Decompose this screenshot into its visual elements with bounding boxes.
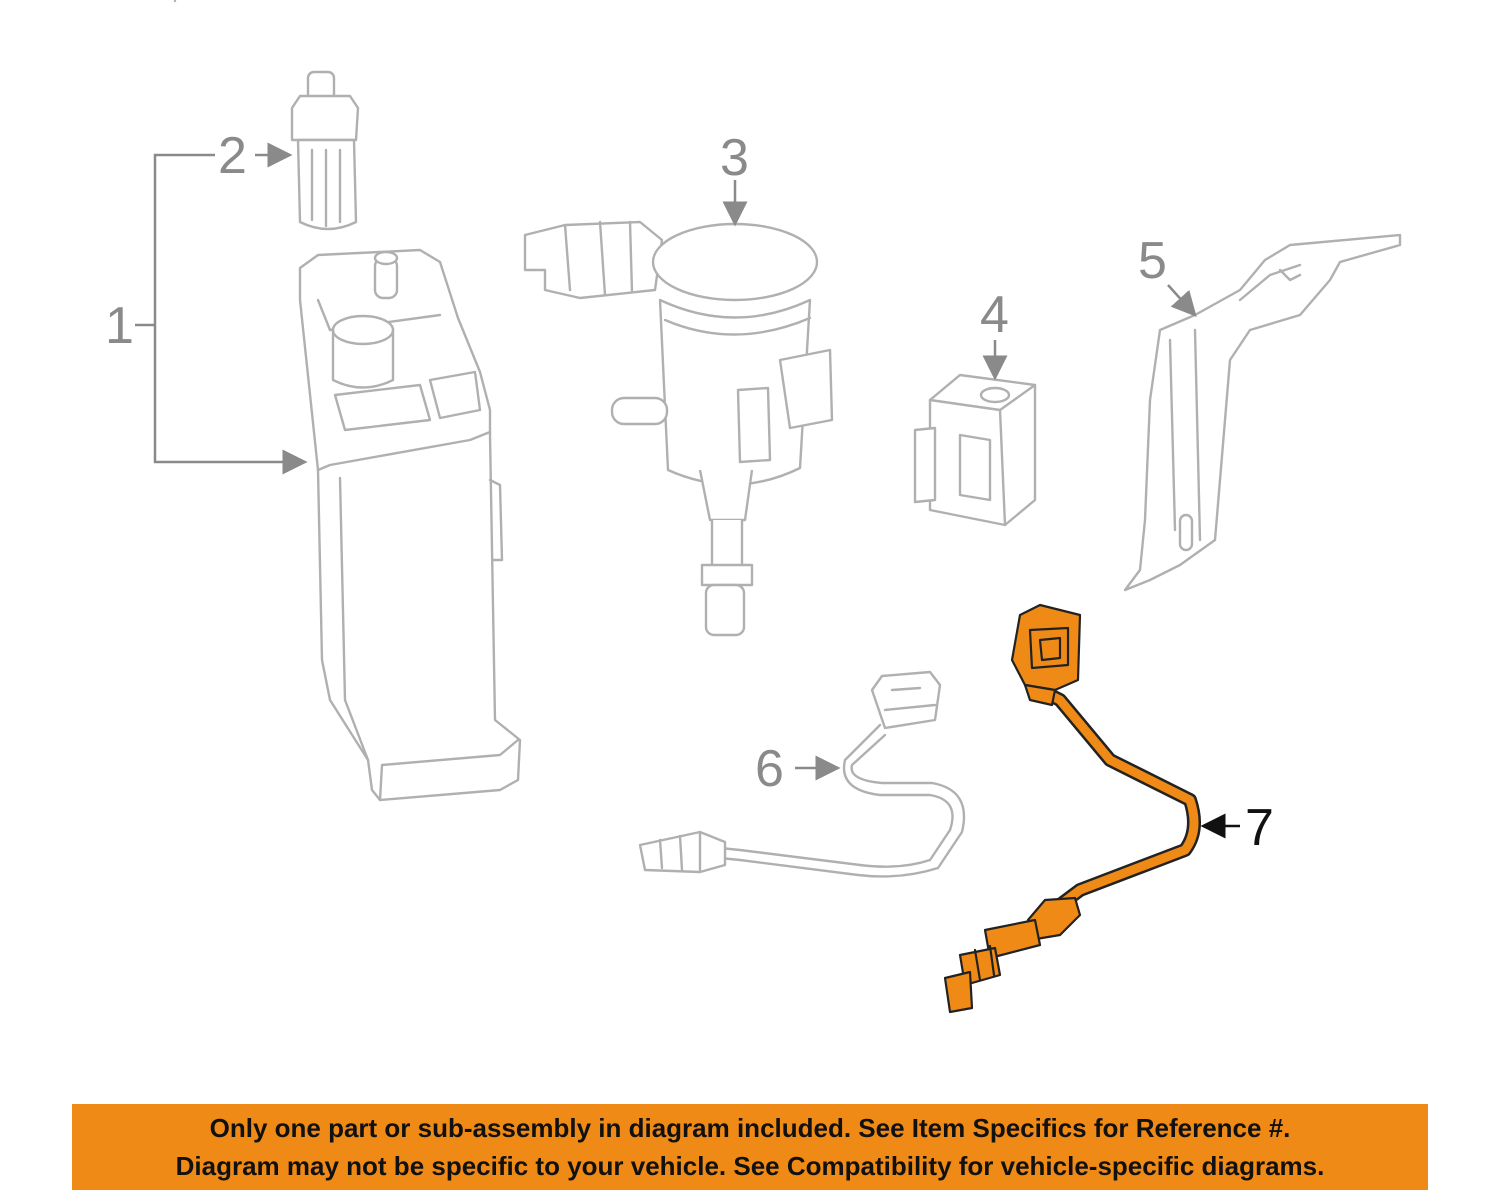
- part-7-sensor: [943, 603, 1201, 1014]
- part-6-sensor: [173, 0, 966, 878]
- callout-2: 2: [218, 127, 247, 185]
- part-1-canister: [298, 248, 522, 802]
- part-3-pump: [523, 220, 834, 637]
- disclaimer-banner: Only one part or sub-assembly in diagram…: [72, 1104, 1428, 1190]
- callout-4: 4: [980, 286, 1009, 344]
- callout-6: 6: [755, 740, 784, 798]
- part-2-valve: [290, 70, 360, 231]
- part-4-solenoid: [913, 373, 1037, 527]
- parts-diagram: 1 2 3 4 5 6 7: [105, 0, 1402, 1014]
- leader-lines: [135, 142, 1240, 839]
- part-5-bracket: [1123, 233, 1402, 592]
- callout-labels: 1 2 3 4 5 6 7: [105, 127, 1274, 857]
- callout-7: 7: [1245, 799, 1274, 857]
- callout-5: 5: [1138, 232, 1167, 290]
- disclaimer-line-1: Only one part or sub-assembly in diagram…: [209, 1113, 1291, 1143]
- callout-1: 1: [105, 297, 134, 355]
- disclaimer-line-2: Diagram may not be specific to your vehi…: [175, 1151, 1325, 1181]
- callout-3: 3: [720, 129, 749, 187]
